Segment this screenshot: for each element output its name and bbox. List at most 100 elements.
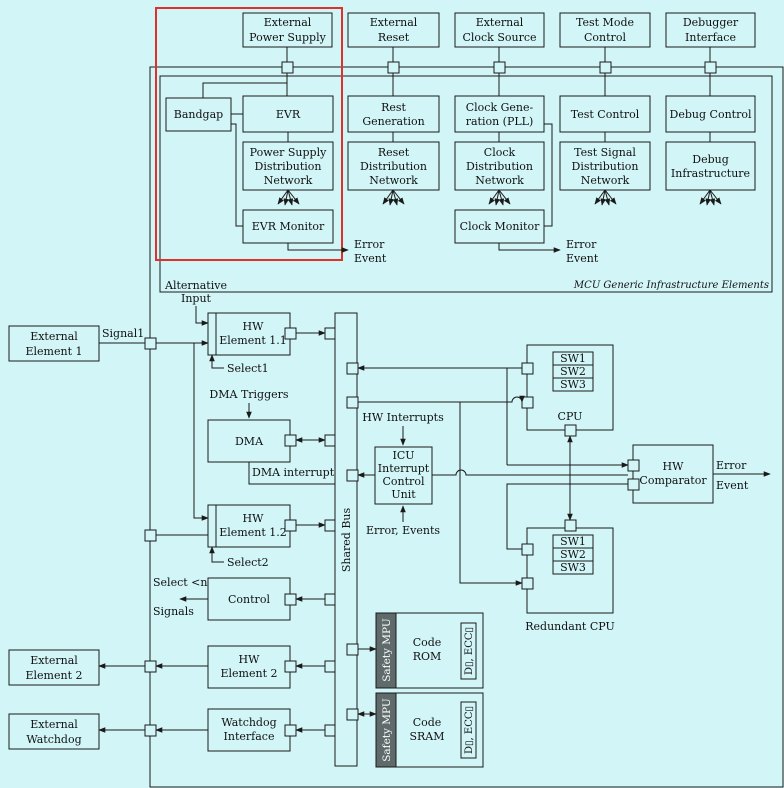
ecc-label-2: D▯, ECC▯ <box>464 706 475 754</box>
icu-label-2: Interrupt <box>378 462 430 475</box>
control-label: Control <box>228 593 270 606</box>
debug-control-label: Debug Control <box>670 108 752 121</box>
signal1-label: Signal1 <box>102 327 144 340</box>
port <box>564 424 577 437</box>
port <box>144 660 157 673</box>
external-reset-label-2: Reset <box>378 31 410 44</box>
hw-comparator-label-2: Comparator <box>639 474 707 487</box>
debugger-interface-label-2: Interface <box>685 31 736 44</box>
bandgap-label: Bandgap <box>174 108 223 121</box>
port <box>324 327 337 340</box>
error-event-label-3a: Error <box>716 459 747 472</box>
external-clock-source-label-2: Clock Source <box>462 31 536 44</box>
power-dist-label-2: Distribution <box>255 160 322 173</box>
port <box>564 519 577 532</box>
error-events-label: Error, Events <box>366 524 440 537</box>
ecc-box <box>460 701 477 759</box>
port <box>284 434 297 447</box>
port <box>346 643 359 656</box>
clock-generation-label-1: Clock Gene- <box>466 101 534 114</box>
watchdog-interface-label-1: Watchdog <box>221 716 276 729</box>
external-reset-label-1: External <box>370 16 418 29</box>
sw-box <box>552 377 594 392</box>
hw-comparator-box: HW Comparator <box>632 444 714 504</box>
port <box>324 434 337 447</box>
external-element-1-label-1: External <box>30 330 78 343</box>
external-element-2-box: External Element 2 <box>8 649 100 686</box>
select1-label: Select1 <box>227 362 269 375</box>
select-n-label: Select <n> <box>153 576 217 589</box>
icu-box: ICU Interrupt Control Unit <box>374 446 433 505</box>
hw-element-1-1-label-2: Element 1.1 <box>219 334 287 347</box>
port <box>284 660 297 673</box>
test-mode-control-box: Test Mode Control <box>559 12 651 48</box>
reset-generation-label-1: Rest <box>381 101 406 114</box>
evr-monitor-label: EVR Monitor <box>252 220 325 233</box>
code-sram-box: Safety MPU Code SRAM D▯, ECC▯ <box>375 692 484 768</box>
port <box>599 61 612 74</box>
distribution-arrows-icon <box>277 189 300 206</box>
reset-generation-label-2: Generation <box>362 115 424 128</box>
port <box>346 708 359 721</box>
port <box>144 337 157 350</box>
shared-bus-label: Shared Bus <box>340 508 353 573</box>
error-event-label-1a: Error <box>354 238 385 251</box>
clock-dist-label-3: Network <box>475 174 524 187</box>
safety-mpu-bar <box>375 692 397 768</box>
test-dist-label-3: Network <box>581 174 630 187</box>
port <box>346 396 359 409</box>
clock-dist-label-2: Distribution <box>466 160 533 173</box>
port <box>284 593 297 606</box>
power-dist-label-1: Power Supply <box>250 146 327 159</box>
hw-element-1-2-box: HW Element 1.2 <box>207 504 291 548</box>
code-sram-label-2: SRAM <box>409 730 444 743</box>
external-element-1-label-2: Element 1 <box>26 345 83 358</box>
port <box>627 459 640 472</box>
port <box>144 529 157 542</box>
port <box>521 362 534 375</box>
port <box>387 61 400 74</box>
port <box>324 519 337 532</box>
control-box: Control <box>207 577 291 621</box>
rcpu-sw2-label: SW2 <box>560 548 586 561</box>
shared-bus: Shared Bus <box>334 312 358 767</box>
hw-element-2-label-1: HW <box>239 653 261 666</box>
evr-label: EVR <box>276 108 301 121</box>
mcu-boundary <box>149 66 784 788</box>
reset-dist-label-1: Reset <box>378 146 410 159</box>
external-power-supply-label-2: Power Supply <box>249 31 326 44</box>
test-control-box: Test Control <box>559 95 651 133</box>
power-dist-label-3: Network <box>264 174 313 187</box>
redundant-cpu-label: Redundant CPU <box>525 620 615 633</box>
external-watchdog-label-1: External <box>30 718 78 731</box>
hw-element-1-1-label-1: HW <box>243 320 265 333</box>
distribution-arrows-icon <box>594 189 617 206</box>
external-power-supply-box: External Power Supply <box>242 12 333 48</box>
alternative-input-label-2: Input <box>181 292 212 305</box>
cpu-sw3-label: SW3 <box>560 378 586 391</box>
ecc-label-1: D▯, ECC▯ <box>464 627 475 675</box>
port <box>704 61 717 74</box>
safety-mpu-label-2: Safety MPU <box>381 698 393 762</box>
code-rom-box: Safety MPU Code ROM D▯, ECC▯ <box>375 612 484 689</box>
port <box>521 396 534 409</box>
safety-mpu-label-1: Safety MPU <box>381 618 393 682</box>
code-rom-label-2: ROM <box>413 650 442 663</box>
clock-generation-box: Clock Gene- ration (PLL) <box>454 95 545 133</box>
clock-generation-label-2: ration (PLL) <box>466 115 534 128</box>
clock-distribution-network-box: Clock Distribution Network <box>454 141 545 191</box>
external-clock-source-label-1: External <box>476 16 524 29</box>
test-dist-label-2: Distribution <box>572 160 639 173</box>
port <box>493 61 506 74</box>
test-dist-label-1: Test Signal <box>574 146 636 159</box>
evr-monitor-box: EVR Monitor <box>242 209 334 244</box>
external-watchdog-label-2: Watchdog <box>26 733 81 746</box>
port <box>284 327 297 340</box>
port <box>324 724 337 737</box>
icu-label-3: Control <box>383 475 425 488</box>
external-power-supply-label-1: External <box>264 16 312 29</box>
infrastructure-caption: MCU Generic Infrastructure Elements <box>573 280 769 291</box>
alternative-input-label-1: Alternative <box>164 279 227 292</box>
port <box>521 543 534 556</box>
